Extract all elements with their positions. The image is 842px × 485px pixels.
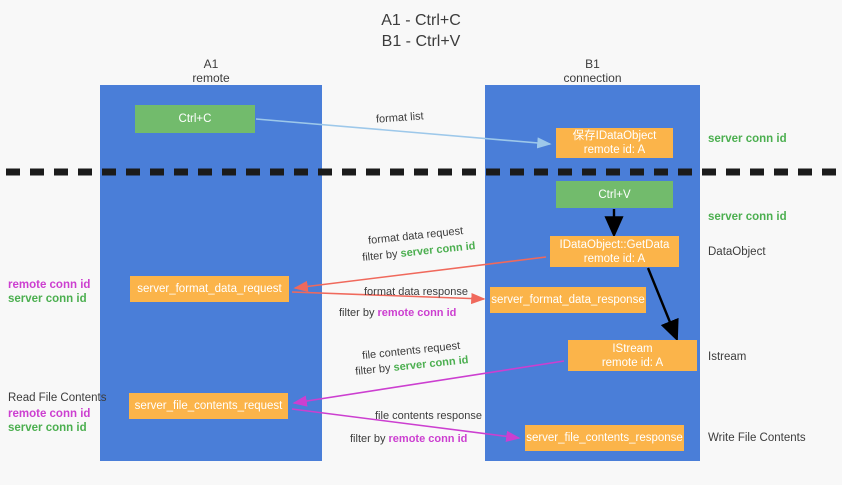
- node-server-file-contents-request[interactable]: server_file_contents_request: [129, 393, 288, 419]
- left-label-read-file-contents: Read File Contents: [8, 392, 107, 404]
- annotation-format-data-response: format data response: [364, 286, 468, 298]
- node-istream[interactable]: IStream remote id: A: [568, 340, 697, 371]
- node-getdata-line2: remote id: A: [583, 252, 646, 265]
- node-server-format-data-response-label: server_format_data_response: [491, 294, 645, 306]
- side-label-write-file-contents: Write File Contents: [708, 432, 806, 444]
- node-idataobject[interactable]: 保存IDataObject remote id: A: [556, 128, 673, 158]
- annotation-file-contents-request-filter-prefix: filter by: [354, 361, 395, 378]
- annotation-file-contents-response-filter-prefix: filter by: [350, 433, 389, 445]
- annotation-file-contents-response-filter-value: remote conn id: [388, 433, 468, 445]
- left-label-remote-conn-id-2: remote conn id: [8, 408, 91, 420]
- title-line-2: B1 - Ctrl+V: [381, 33, 461, 50]
- annotation-format-data-response-filter-prefix: filter by: [339, 307, 378, 319]
- page-title: A1 - Ctrl+C B1 - Ctrl+V: [0, 10, 842, 52]
- left-label-group-2: Read File Contents remote conn id server…: [8, 391, 106, 435]
- side-label-server-conn-id-2: server conn id: [708, 211, 787, 223]
- lane-header-b1: B1 connection: [485, 57, 700, 85]
- lane-a1-name: A1: [203, 57, 219, 71]
- annotation-format-data-response-filter: filter by remote conn id: [339, 306, 456, 321]
- lane-b1-subtitle: connection: [563, 71, 622, 85]
- node-istream-line1: IStream: [612, 342, 653, 355]
- node-server-file-contents-response[interactable]: server_file_contents_response: [525, 425, 684, 451]
- annotation-file-contents-response: file contents response: [375, 410, 483, 422]
- side-label-server-conn-id-1: server conn id: [708, 133, 787, 145]
- left-label-server-conn-id-1: server conn id: [8, 293, 87, 305]
- side-label-istream: Istream: [708, 351, 747, 363]
- title-line-1: A1 - Ctrl+C: [381, 12, 461, 29]
- node-server-file-contents-response-label: server_file_contents_response: [526, 432, 683, 444]
- lane-header-a1: A1 remote: [100, 57, 322, 85]
- node-ctrl-c[interactable]: Ctrl+C: [135, 105, 255, 133]
- node-ctrl-c-label: Ctrl+C: [178, 113, 212, 125]
- annotation-format-data-request-filter-prefix: filter by: [361, 247, 402, 264]
- node-idataobject-line1: 保存IDataObject: [572, 130, 657, 142]
- annotation-format-list: format list: [375, 110, 425, 126]
- node-server-format-data-request[interactable]: server_format_data_request: [130, 276, 289, 302]
- lane-a1-subtitle: remote: [192, 71, 230, 85]
- side-label-data-object: DataObject: [708, 246, 766, 258]
- left-label-remote-conn-id-1: remote conn id: [8, 279, 91, 291]
- left-label-server-conn-id-2: server conn id: [8, 422, 87, 434]
- node-getdata[interactable]: IDataObject::GetData remote id: A: [550, 236, 679, 267]
- lane-b1-name: B1: [585, 57, 600, 71]
- node-server-format-data-response[interactable]: server_format_data_response: [490, 287, 646, 313]
- left-label-group-1: remote conn id server conn id: [8, 278, 90, 306]
- annotation-format-data-response-filter-value: remote conn id: [377, 307, 457, 319]
- node-server-format-data-request-label: server_format_data_request: [137, 283, 282, 295]
- node-ctrl-v-label: Ctrl+V: [598, 188, 631, 201]
- annotation-file-contents-response-filter: filter by remote conn id: [350, 432, 467, 447]
- node-server-file-contents-request-label: server_file_contents_request: [134, 400, 283, 412]
- node-istream-line2: remote id: A: [601, 356, 664, 369]
- node-getdata-line1: IDataObject::GetData: [559, 238, 670, 251]
- node-idataobject-line2: remote id: A: [583, 144, 646, 156]
- node-ctrl-v[interactable]: Ctrl+V: [556, 181, 673, 208]
